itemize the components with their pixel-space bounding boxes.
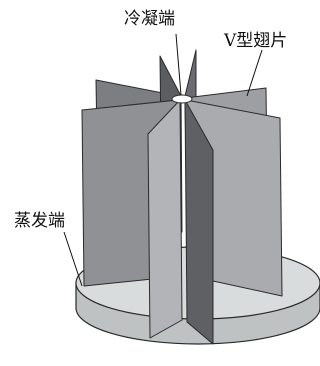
leader-v-fin	[246, 49, 263, 97]
leader-lines	[63, 33, 263, 287]
label-condenser-end: 冷凝端	[124, 9, 175, 29]
leader-condenser	[175, 33, 182, 96]
label-evaporator-end: 蒸发端	[14, 211, 65, 231]
condenser-hub	[171, 94, 193, 104]
leader-evaporator	[63, 231, 83, 287]
label-v-fin: V型翅片	[223, 31, 287, 51]
fin-front-lower-left	[147, 99, 183, 339]
fin-front-center	[184, 99, 214, 345]
